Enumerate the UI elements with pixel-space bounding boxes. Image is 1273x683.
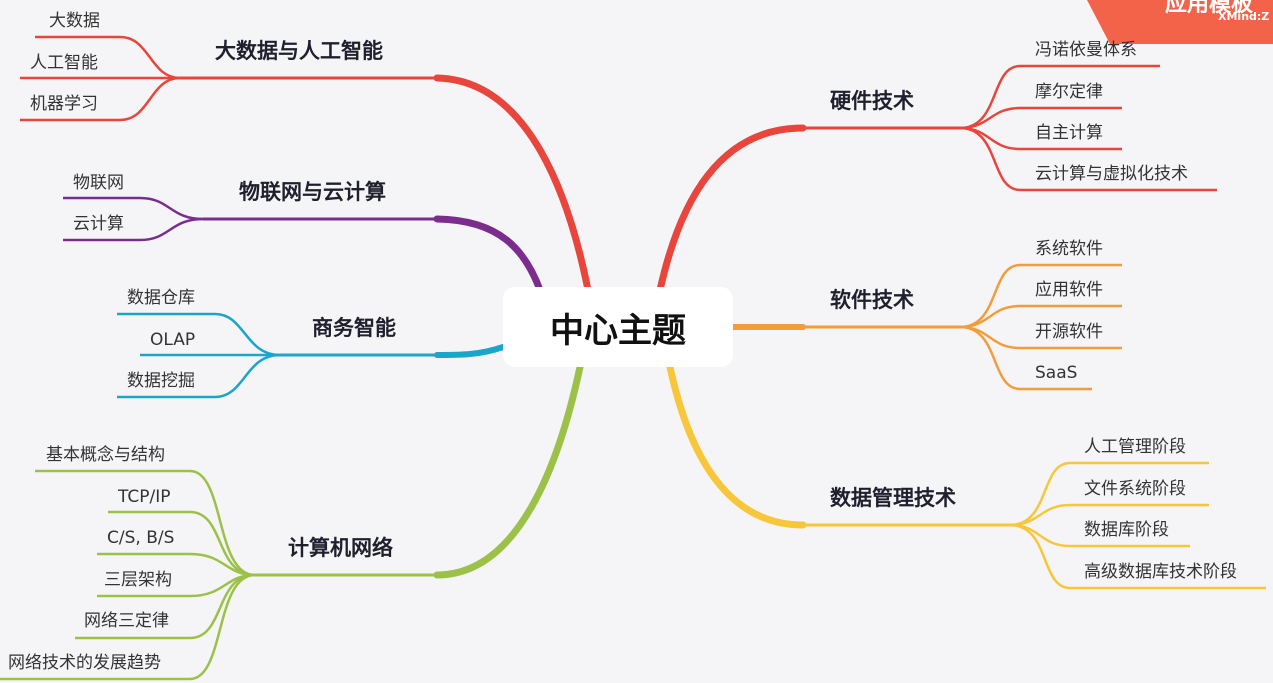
subtopic-basic-concepts[interactable]: 基本概念与结构 <box>46 445 165 465</box>
subtopic-system-software[interactable]: 系统软件 <box>1035 239 1103 259</box>
subtopic-iot[interactable]: 物联网 <box>73 173 124 193</box>
subtopic-manual-management[interactable]: 人工管理阶段 <box>1084 437 1186 457</box>
subtopic-olap[interactable]: OLAP <box>150 330 196 350</box>
subtopic-cloud-virtualization[interactable]: 云计算与虚拟化技术 <box>1035 164 1188 184</box>
connector-iot <box>433 215 544 294</box>
template-badge-title: 应用模板 <box>1165 0 1254 17</box>
connector-datamgmt <box>666 363 807 529</box>
subtopic-network-trends[interactable]: 网络技术的发展趋势 <box>8 653 161 673</box>
connector-bi <box>434 344 506 358</box>
subtopic-database[interactable]: 数据库阶段 <box>1084 520 1169 540</box>
subtopic-application-software[interactable]: 应用软件 <box>1035 280 1103 300</box>
connector-network <box>433 363 584 579</box>
subtopic-data-mining[interactable]: 数据挖掘 <box>127 371 195 391</box>
subtopic-cs-bs[interactable]: C/S, B/S <box>107 528 175 548</box>
subtopic-open-source[interactable]: 开源软件 <box>1035 322 1103 342</box>
subtopic-advanced-database[interactable]: 高级数据库技术阶段 <box>1084 562 1237 582</box>
topic-bigdata-ai[interactable]: 大数据与人工智能 <box>215 39 383 63</box>
template-badge-shape <box>1087 0 1273 44</box>
topic-computer-network[interactable]: 计算机网络 <box>288 536 393 560</box>
subtopic-moores-law[interactable]: 摩尔定律 <box>1035 82 1103 102</box>
subtopic-ai[interactable]: 人工智能 <box>30 53 98 73</box>
sub-connectors-iot <box>63 196 204 242</box>
topic-iot-cloud[interactable]: 物联网与云计算 <box>239 180 386 204</box>
topic-data-management[interactable]: 数据管理技术 <box>830 486 956 510</box>
subtopic-machine-learning[interactable]: 机器学习 <box>30 94 98 114</box>
sub-connectors-hardware <box>959 64 1217 192</box>
topic-hardware[interactable]: 硬件技术 <box>830 89 914 113</box>
subtopic-von-neumann[interactable]: 冯诺依曼体系 <box>1035 40 1137 60</box>
subtopic-big-data[interactable]: 大数据 <box>49 11 100 31</box>
subtopic-three-tier[interactable]: 三层架构 <box>104 570 172 590</box>
subtopic-autonomic-computing[interactable]: 自主计算 <box>1035 123 1103 143</box>
sub-connectors-network <box>0 469 256 681</box>
template-badge-brand: XMind:Z <box>1218 10 1270 23</box>
connector-bigdata <box>433 74 592 294</box>
topic-business-intelligence[interactable]: 商务智能 <box>312 316 396 340</box>
subtopic-file-system[interactable]: 文件系统阶段 <box>1084 479 1186 499</box>
sub-connectors-software <box>959 263 1122 391</box>
sub-connectors-bigdata <box>20 35 181 122</box>
connector-hardware <box>656 124 807 294</box>
subtopic-cloud[interactable]: 云计算 <box>73 214 124 234</box>
topic-software[interactable]: 软件技术 <box>830 288 914 312</box>
subtopic-saas[interactable]: SaaS <box>1035 363 1078 383</box>
subtopic-data-warehouse[interactable]: 数据仓库 <box>127 288 195 308</box>
center-topic[interactable]: 中心主题 <box>503 287 733 367</box>
subtopic-tcpip[interactable]: TCP/IP <box>118 487 171 507</box>
sub-connectors-datamgmt <box>1009 461 1266 590</box>
sub-connectors-bi <box>117 312 281 399</box>
subtopic-network-laws[interactable]: 网络三定律 <box>84 611 169 631</box>
